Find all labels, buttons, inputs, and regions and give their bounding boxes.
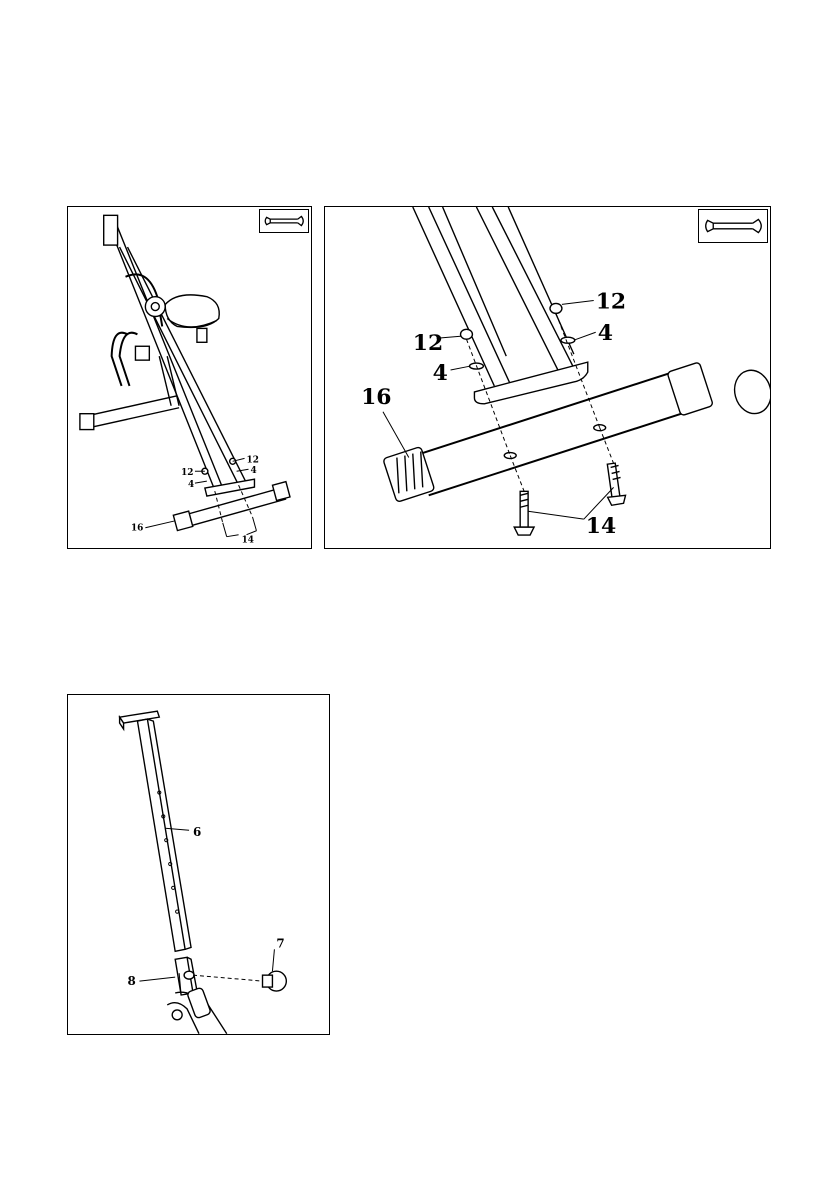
label-nut-right: 12 [596,288,626,314]
wrench-badge [259,209,309,233]
overview-drawing: 12 12 4 4 16 14 [68,207,311,548]
frame-post [167,957,227,1033]
label-bolt: 14 [242,536,254,546]
label-knob: 7 [276,936,284,950]
label-bolts: 14 [586,513,616,539]
detail-drawing: 12 12 4 4 16 14 [325,207,770,548]
label-frame-post: 8 [128,974,136,988]
crank-assembly [112,274,166,386]
foot-plate [205,479,255,496]
label-nut-left: 12 [413,330,443,356]
overview-diagram-panel: 12 12 4 4 16 14 [67,206,312,549]
wrench-icon [260,210,308,232]
frame-rails [104,215,247,490]
seat-post [120,711,191,951]
label-nut-left: 12 [181,468,193,478]
label-foot: 16 [361,384,391,410]
detail-diagram-panel: 12 12 4 4 16 14 [324,206,771,549]
seat-post-diagram-panel: 6 7 8 [67,694,330,1035]
rear-stabiliser [80,356,179,429]
wrench-badge-detail [698,209,768,243]
wrench-icon [699,210,767,242]
label-washer-left: 4 [433,360,448,386]
label-seat-post: 6 [193,825,201,839]
detail-foot-plate [474,362,587,404]
label-washer: 4 [250,466,256,476]
label-foot: 16 [131,524,143,534]
label-washer-left: 4 [188,480,194,490]
knob [193,971,286,991]
seat-post-drawing: 6 7 8 [68,695,329,1034]
label-nut: 12 [247,455,259,465]
seat [165,295,219,342]
label-washer-right: 4 [598,320,613,346]
